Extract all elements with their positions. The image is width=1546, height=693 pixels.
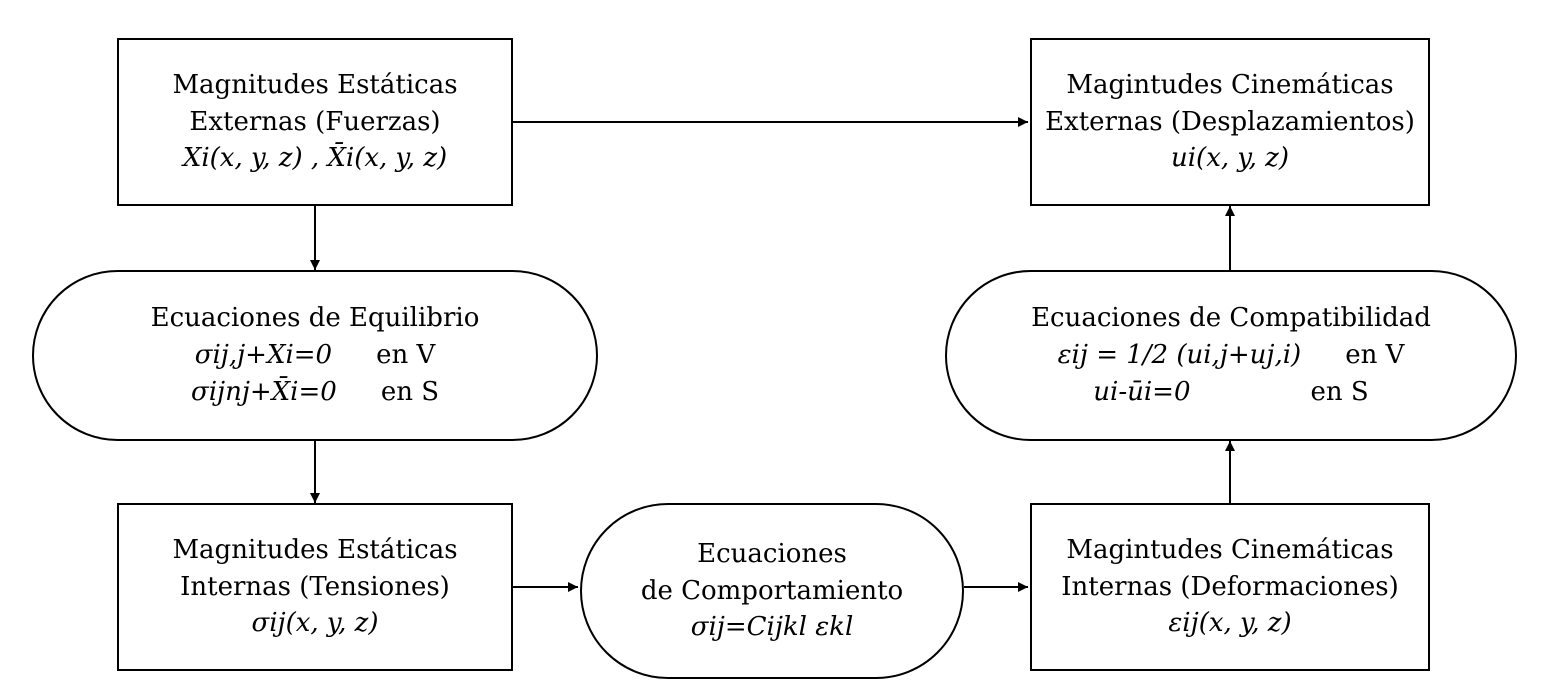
int-static-line-2: Internas (Tensiones) — [180, 571, 450, 602]
ext-kinematic-line-1: Magintudes Cinemáticas — [1066, 69, 1394, 100]
equilibrium-eq-volume-domain: en V — [376, 340, 436, 371]
external-kinematic-magnitudes-box: Magintudes Cinemáticas Externas (Desplaz… — [1030, 38, 1430, 206]
equilibrium-eq-surface: σijnj+X̄i=0 — [190, 376, 337, 407]
behaviour-line-1: Ecuaciones — [697, 538, 847, 569]
int-kinematic-line-1: Magintudes Cinemáticas — [1066, 534, 1394, 565]
ext-kinematic-formula: ui(x, y, z) — [1170, 143, 1289, 174]
equilibrium-eq-volume: σij,j+Xi=0 — [194, 340, 333, 371]
ext-static-formula: Xi(x, y, z) , X̄i(x, y, z) — [182, 143, 448, 174]
compatibility-eq-volume: εij = 1/2 (ui,j+uj,i) — [1057, 340, 1302, 371]
int-kinematic-line-2: Internas (Deformaciones) — [1061, 571, 1399, 602]
int-kinematic-formula: εij(x, y, z) — [1168, 608, 1292, 639]
internal-static-magnitudes-box: Magnitudes Estáticas Internas (Tensiones… — [117, 503, 513, 671]
behaviour-line-2: de Comportamiento — [640, 575, 904, 606]
internal-kinematic-magnitudes-box: Magintudes Cinemáticas Internas (Deforma… — [1030, 503, 1430, 671]
compatibility-eq-volume-domain: en V — [1345, 340, 1405, 371]
behaviour-equations-node: Ecuaciones de Comportamiento σij=Cijkl ε… — [580, 503, 964, 679]
equilibrium-eq-surface-domain: en S — [380, 376, 440, 407]
behaviour-formula: σij=Cijkl εkl — [690, 612, 854, 643]
compatibility-title: Ecuaciones de Compatibilidad — [1031, 303, 1431, 334]
external-static-magnitudes-box: Magnitudes Estáticas Externas (Fuerzas) … — [117, 38, 513, 206]
compatibility-eq-surface: ui-ūi=0 — [1093, 376, 1191, 407]
ext-static-line-1: Magnitudes Estáticas — [172, 69, 458, 100]
int-static-formula: σij(x, y, z) — [251, 608, 379, 639]
int-static-line-1: Magnitudes Estáticas — [172, 534, 458, 565]
ext-kinematic-line-2: Externas (Desplazamientos) — [1045, 106, 1415, 137]
compatibility-equations-node: Ecuaciones de Compatibilidad εij = 1/2 (… — [945, 270, 1517, 441]
equilibrium-title: Ecuaciones de Equilibrio — [150, 303, 480, 334]
compatibility-eq-surface-domain: en S — [1310, 376, 1369, 407]
ext-static-line-2: Externas (Fuerzas) — [189, 106, 441, 137]
